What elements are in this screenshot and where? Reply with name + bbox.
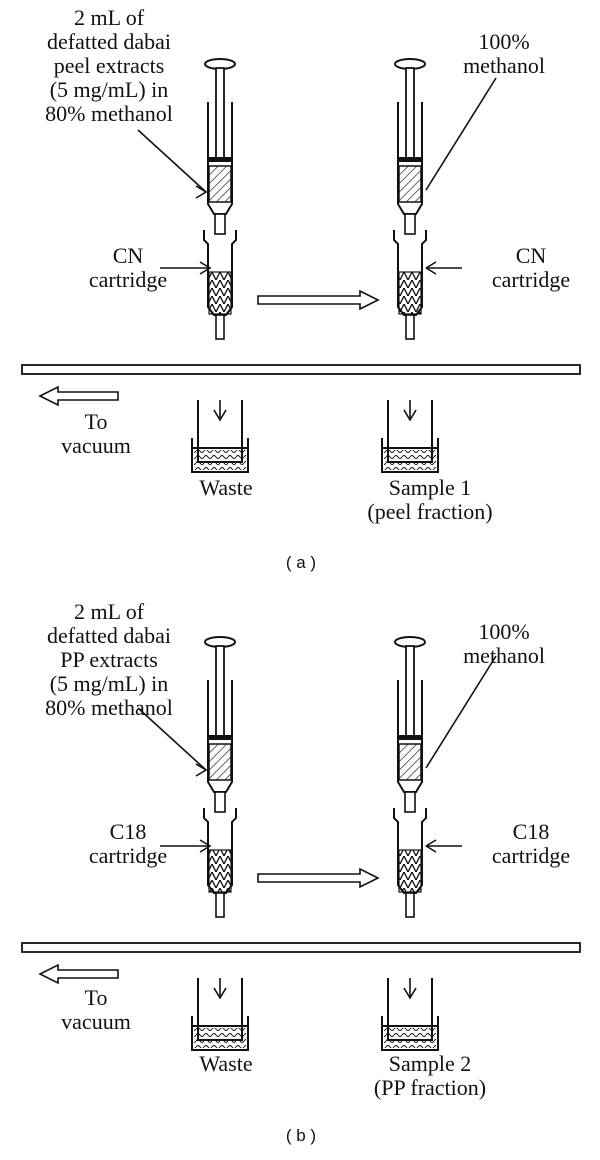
- label-line: 80% methanol: [45, 695, 173, 720]
- vacuum-label: To vacuum: [46, 410, 146, 458]
- vacuum-manifold: [21, 364, 581, 375]
- step-arrow: [257, 867, 380, 889]
- label-line: To: [84, 409, 108, 434]
- label-line: To: [84, 985, 108, 1010]
- label-line: Sample 2: [388, 1051, 472, 1076]
- leader-elution: [425, 655, 497, 769]
- loading-sample-label: 2 mL of defatted dabai peel extracts (5 …: [14, 6, 204, 126]
- leader-loading: [137, 129, 207, 193]
- loading-sample-label: 2 mL of defatted dabai PP extracts (5 mg…: [14, 600, 204, 720]
- label-line: cartridge: [491, 267, 571, 292]
- label-line: 80% methanol: [45, 101, 173, 126]
- elution-solvent-label: 100% methanol: [434, 620, 574, 668]
- label-line: (PP fraction): [373, 1075, 487, 1100]
- leader-loading: [137, 707, 207, 771]
- label-line: (5 mg/mL) in: [49, 671, 169, 696]
- label-line: 2 mL of: [73, 599, 145, 624]
- label-line: 2 mL of: [73, 5, 145, 30]
- panel-caption: ( a ): [285, 553, 317, 572]
- cartridge-label-left: CN cartridge: [68, 244, 188, 292]
- leader-elution: [425, 77, 497, 191]
- leader-arrowhead: [199, 839, 212, 853]
- label-line: defatted dabai: [47, 623, 171, 648]
- label-line: vacuum: [61, 433, 131, 458]
- label-line: defatted dabai: [47, 29, 171, 54]
- cartridge-packing-left: [208, 271, 232, 315]
- elution-solvent-label: 100% methanol: [434, 30, 574, 78]
- panel-caption: ( b ): [285, 1126, 317, 1145]
- cartridge-label-right: C18 cartridge: [466, 820, 596, 868]
- label-line: PP extracts: [60, 647, 158, 672]
- leader-arrowhead: [195, 185, 208, 199]
- label-line: CN: [112, 243, 144, 268]
- leader-arrowhead: [425, 839, 437, 853]
- label-line: Waste: [199, 1051, 253, 1076]
- label-line: cartridge: [491, 843, 571, 868]
- label-line: vacuum: [61, 1009, 131, 1034]
- leader-arrowhead: [199, 261, 212, 275]
- vacuum-arrow: [38, 385, 119, 407]
- sample-label: Sample 1 (peel fraction): [340, 476, 520, 524]
- label-line: cartridge: [88, 843, 168, 868]
- vacuum-arrow: [38, 963, 119, 985]
- cartridge-packing-right: [398, 271, 422, 315]
- cartridge-label-right: CN cartridge: [466, 244, 596, 292]
- vacuum-label: To vacuum: [46, 986, 146, 1034]
- label-line: 100%: [478, 619, 530, 644]
- drip-arrowhead-left: [213, 987, 227, 1000]
- label-line: Waste: [199, 475, 253, 500]
- label-line: C18: [109, 819, 147, 844]
- label-line: (peel fraction): [367, 499, 493, 524]
- label-line: cartridge: [88, 267, 168, 292]
- leader-arrowhead: [195, 763, 208, 777]
- step-arrow: [257, 289, 380, 311]
- label-line: peel extracts: [53, 53, 165, 78]
- label-line: CN: [515, 243, 547, 268]
- leader-arrowhead: [425, 261, 437, 275]
- drip-arrowhead-left: [213, 409, 227, 422]
- sample-label: Sample 2 (PP fraction): [340, 1052, 520, 1100]
- label-line: Sample 1: [388, 475, 472, 500]
- drip-arrowhead-right: [403, 987, 417, 1000]
- vacuum-manifold: [21, 942, 581, 953]
- drip-arrowhead-right: [403, 409, 417, 422]
- label-line: (5 mg/mL) in: [49, 77, 169, 102]
- cartridge-label-left: C18 cartridge: [68, 820, 188, 868]
- label-line: C18: [512, 819, 550, 844]
- cartridge-packing-right: [398, 849, 422, 893]
- waste-label: Waste: [176, 1052, 276, 1076]
- cartridge-packing-left: [208, 849, 232, 893]
- label-line: methanol: [463, 53, 545, 78]
- waste-label: Waste: [176, 476, 276, 500]
- label-line: 100%: [478, 29, 530, 54]
- label-line: methanol: [463, 643, 545, 668]
